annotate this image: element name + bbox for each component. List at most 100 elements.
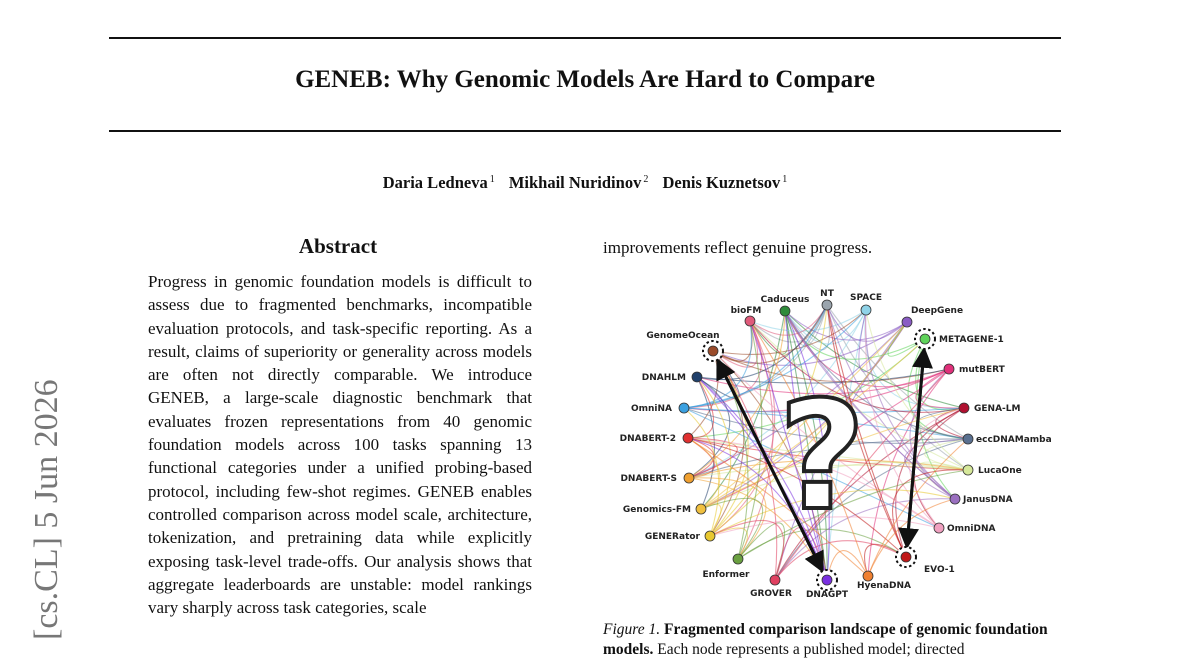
figure-edge	[826, 309, 867, 581]
figure-arrow	[905, 346, 933, 548]
figure-edge	[687, 437, 907, 558]
figure-edge	[688, 459, 969, 479]
figure-edge	[687, 376, 714, 439]
figure-edge	[683, 320, 763, 409]
node-label: GROVER	[750, 589, 792, 599]
figure-edge	[865, 309, 956, 500]
question-mark-glyph: ?	[778, 370, 865, 544]
node-label: GenomeOcean	[646, 331, 719, 341]
figure-node-metagene: METAGENE-1	[914, 328, 1004, 350]
figure-node-evo1: EVO-1	[895, 546, 955, 575]
figure-edge	[700, 338, 926, 510]
figure-caption-rest: Each node represents a published model; …	[657, 641, 965, 658]
abstract-heading: Abstract	[298, 234, 378, 258]
node-dot	[862, 570, 874, 582]
figure-edge	[688, 477, 767, 560]
figure-edge	[867, 438, 969, 577]
figure-edge	[688, 310, 786, 479]
figure-edge	[826, 304, 969, 471]
node-dot	[683, 472, 695, 484]
node-dot	[958, 402, 970, 414]
figure-edge	[915, 368, 965, 409]
figure-edge	[687, 437, 869, 577]
figure-node-omnina: OmniNA	[631, 402, 690, 414]
node-label: eccDNAMamba	[976, 435, 1052, 445]
figure-edge	[683, 309, 867, 409]
figure-edge	[892, 469, 969, 558]
arxiv-side-stamp: [cs.CL] 5 Jun 2026	[28, 379, 65, 640]
figure-edge	[908, 407, 965, 529]
figure-edge	[688, 376, 731, 479]
node-label: NT	[820, 289, 835, 299]
figure-node-space: SPACE	[850, 293, 882, 316]
node-label: DNAGPT	[806, 590, 849, 600]
node-dot	[943, 363, 955, 375]
figure-edge	[867, 498, 956, 577]
node-label: OmniDNA	[947, 524, 996, 534]
figure-node-janusdna: JanusDNA	[949, 493, 1013, 505]
figure-edge	[709, 304, 828, 537]
figure-node-genomeocean: GenomeOcean	[646, 331, 724, 362]
figure-node-dnagpt: DNAGPT	[806, 569, 849, 600]
node-label: SPACE	[850, 293, 882, 303]
node-dot	[962, 433, 974, 445]
node-dot	[769, 574, 781, 586]
figure-edge	[864, 309, 940, 529]
figure-edge	[688, 438, 969, 479]
figure-caption-label: Figure 1.	[603, 621, 661, 638]
figure-edge	[774, 407, 965, 581]
node-label: LucaOne	[978, 466, 1022, 476]
figure-node-lucaone: LucaOne	[962, 464, 1022, 476]
figure-edge	[826, 304, 907, 558]
node-label: Genomics-FM	[623, 505, 691, 515]
node-label: METAGENE-1	[939, 335, 1004, 345]
node-dot	[860, 304, 872, 316]
node-label: DNABERT-2	[620, 434, 676, 444]
node-label: OmniNA	[631, 404, 672, 414]
node-dot	[779, 305, 791, 317]
node-dot	[682, 432, 694, 444]
node-dot	[919, 333, 931, 345]
figure-node-dnahlm: DNAHLM	[642, 371, 703, 383]
figure-edge	[683, 304, 828, 409]
node-dot	[732, 553, 744, 565]
figure-edge	[784, 310, 828, 581]
figure-edge	[709, 520, 785, 581]
figure-edge	[700, 461, 969, 510]
node-label: DNABERT-S	[620, 474, 677, 484]
figure-edge	[924, 438, 969, 471]
figure-node-generator: GENERator	[645, 530, 716, 542]
figure-edge	[688, 464, 969, 479]
figure-edge	[774, 368, 950, 581]
figure-node-deepgene: DeepGene	[901, 306, 963, 328]
figure-edge	[826, 304, 907, 558]
figure-arrows	[716, 346, 933, 574]
node-dot	[900, 551, 912, 563]
title-rule-top	[109, 37, 1061, 39]
figure-node-mutbert: mutBERT	[943, 363, 1006, 375]
figure-edge	[712, 309, 867, 355]
figure-edge	[749, 310, 789, 355]
figure-edge	[700, 497, 764, 560]
figure-edge	[683, 407, 720, 537]
node-label: GENERator	[645, 532, 701, 542]
figure-edge	[784, 310, 828, 581]
figure-node-dnabert2: DNABERT-2	[620, 432, 694, 444]
node-dot	[949, 493, 961, 505]
figure-edge	[696, 304, 828, 381]
figure-node-caduceus: Caduceus	[761, 295, 809, 317]
figure-edge	[712, 321, 908, 366]
figure-node-nt: NT	[820, 289, 835, 311]
node-label: GENA-LM	[974, 404, 1021, 414]
node-dot	[678, 402, 690, 414]
figure-edge	[700, 407, 965, 510]
figure-edge	[687, 437, 969, 471]
figure-node-grover: GROVER	[750, 574, 792, 599]
figure-edge	[865, 309, 969, 471]
node-label: JanusDNA	[962, 495, 1013, 505]
figure-edge	[826, 304, 969, 440]
node-label: HyenaDNA	[857, 581, 911, 591]
